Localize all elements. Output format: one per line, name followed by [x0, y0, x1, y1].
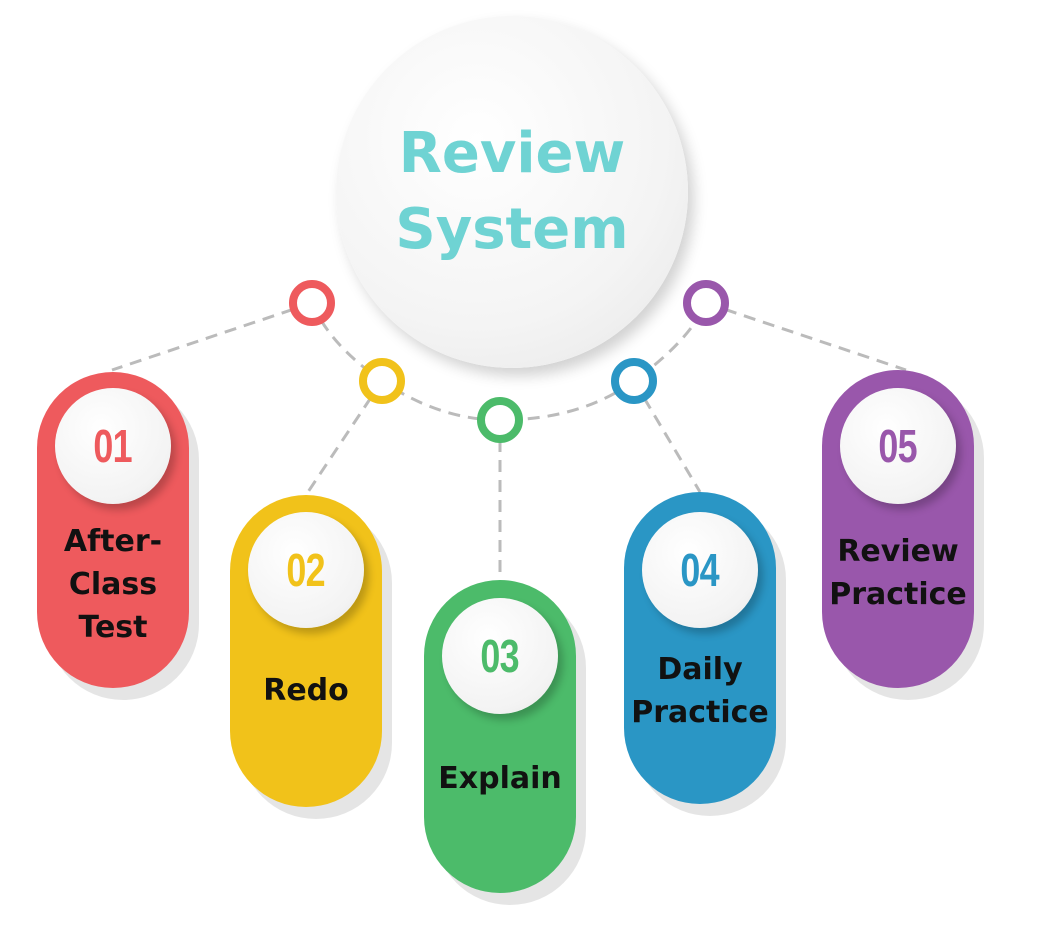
center-circle: Review System	[336, 16, 688, 368]
step-number-badge-04: 04	[642, 512, 758, 628]
step-number-04: 04	[680, 544, 720, 596]
step-number-badge-02: 02	[248, 512, 364, 628]
step-number-05: 05	[878, 420, 918, 472]
step-label-04-line-2: Practice	[631, 695, 769, 730]
step-number-badge-05: 05	[840, 388, 956, 504]
step-label-05: Review Practice	[798, 530, 998, 616]
step-number-badge-03: 03	[442, 598, 558, 714]
step-label-04: Daily Practice	[600, 648, 800, 734]
node-ring-4	[611, 358, 657, 404]
center-title-line-2: System	[395, 197, 629, 262]
step-label-01: After- Class Test	[13, 520, 213, 649]
step-number-01: 01	[93, 420, 133, 472]
node-ring-2	[359, 358, 405, 404]
step-label-05-line-2: Practice	[829, 577, 967, 612]
step-number-03: 03	[480, 630, 520, 682]
center-title-line-1: Review	[398, 121, 626, 186]
step-number-02: 02	[286, 544, 326, 596]
step-label-01-line-2: Class	[68, 567, 158, 602]
connector-line-1	[111, 301, 313, 372]
node-ring-1	[289, 280, 335, 326]
step-label-03: Explain	[400, 757, 600, 800]
step-label-04-line-1: Daily	[657, 652, 743, 687]
connector-arc	[310, 302, 708, 422]
node-ring-3	[477, 397, 523, 443]
step-label-02: Redo	[206, 669, 406, 712]
step-number-badge-01: 01	[55, 388, 171, 504]
step-label-01-line-3: Test	[78, 610, 148, 645]
node-ring-5	[683, 280, 729, 326]
connector-line-5	[705, 301, 907, 372]
step-label-05-line-1: Review	[837, 534, 959, 569]
step-label-03-line-1: Explain	[438, 761, 562, 796]
step-label-01-line-1: After-	[63, 524, 163, 559]
step-label-02-line-1: Redo	[263, 673, 349, 708]
